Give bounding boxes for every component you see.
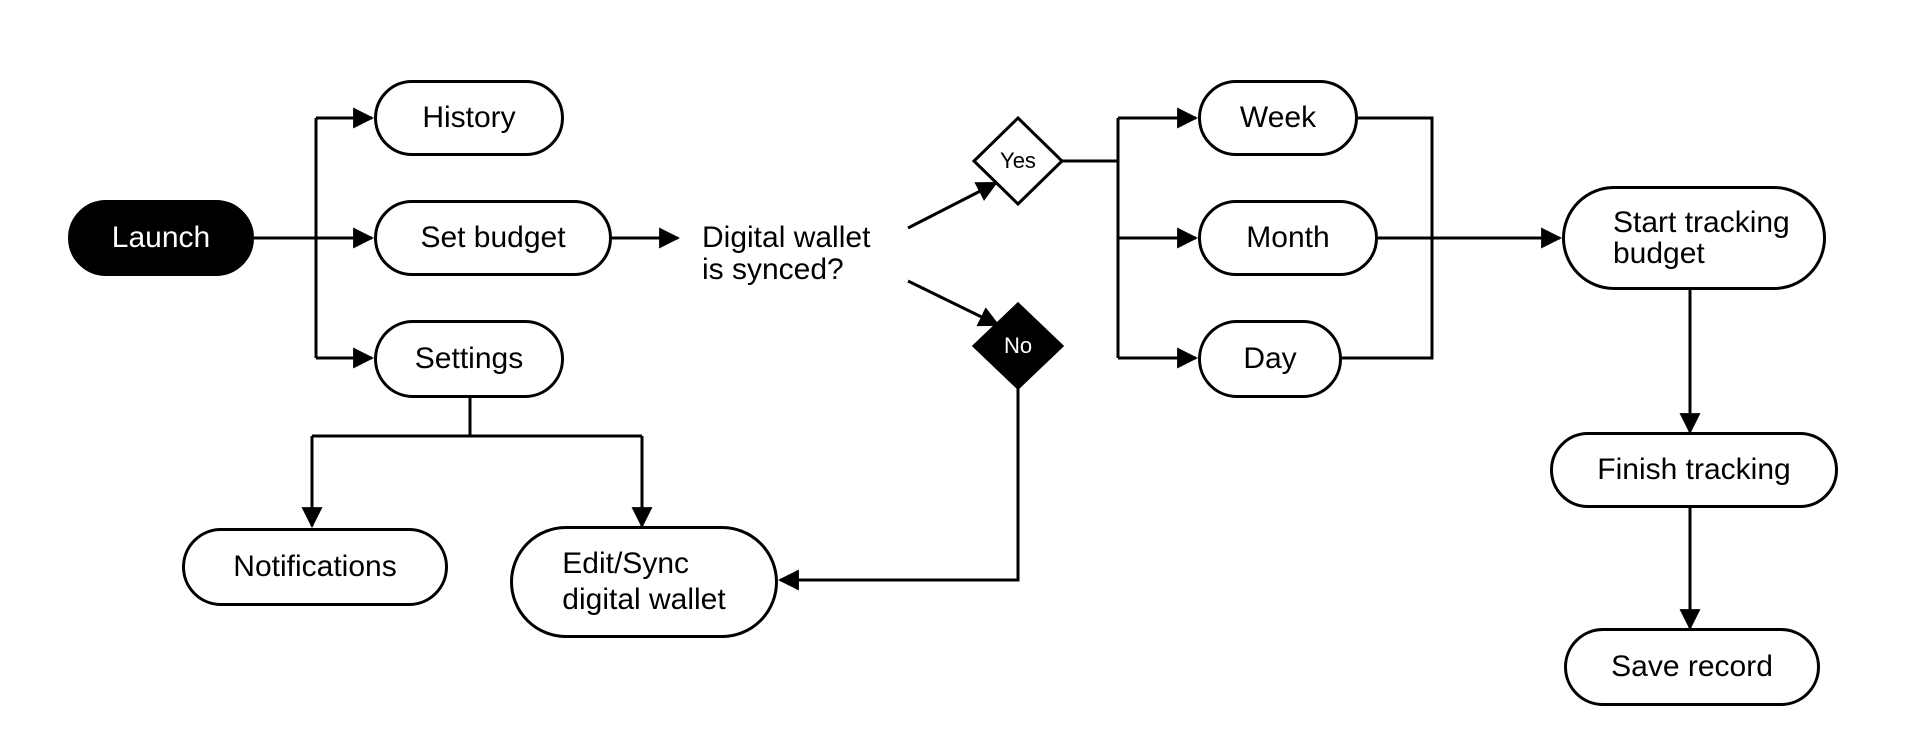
start-tracking-node[interactable]: Start tracking budget <box>1562 186 1826 290</box>
settings-node[interactable]: Settings <box>374 320 564 398</box>
month-label: Month <box>1246 221 1330 254</box>
edit-sync-wallet-label: Edit/Sync digital wallet <box>562 547 726 616</box>
connector-decision-to-no <box>907 279 1000 327</box>
finish-tracking-label: Finish tracking <box>1597 453 1791 486</box>
launch-node[interactable]: Launch <box>68 200 254 276</box>
notifications-node[interactable]: Notifications <box>182 528 448 606</box>
connector-no-to-edit-sync <box>777 386 1020 591</box>
no-label: No <box>1003 333 1033 358</box>
save-record-node[interactable]: Save record <box>1564 628 1820 706</box>
week-node[interactable]: Week <box>1198 80 1358 156</box>
save-record-label: Save record <box>1611 650 1773 683</box>
edit-sync-wallet-node[interactable]: Edit/Sync digital wallet <box>510 526 778 638</box>
month-node[interactable]: Month <box>1198 200 1378 276</box>
week-label: Week <box>1239 101 1317 134</box>
day-node[interactable]: Day <box>1198 320 1342 398</box>
settings-label: Settings <box>414 342 524 375</box>
notifications-label: Notifications <box>233 550 397 583</box>
yes-diamond <box>971 115 1065 207</box>
decision-label: Digital wallet is synced? <box>702 221 871 286</box>
yes-label: Yes <box>1000 148 1036 173</box>
history-label: History <box>422 101 516 134</box>
connector-decision-to-yes <box>907 181 998 230</box>
no-diamond <box>971 301 1065 391</box>
start-tracking-label: Start tracking budget <box>1613 205 1790 270</box>
history-node[interactable]: History <box>374 80 564 156</box>
set-budget-label: Set budget <box>420 221 566 254</box>
day-label: Day <box>1243 342 1297 375</box>
finish-tracking-node[interactable]: Finish tracking <box>1550 432 1838 508</box>
set-budget-node[interactable]: Set budget <box>374 200 612 276</box>
launch-label: Launch <box>111 221 211 254</box>
